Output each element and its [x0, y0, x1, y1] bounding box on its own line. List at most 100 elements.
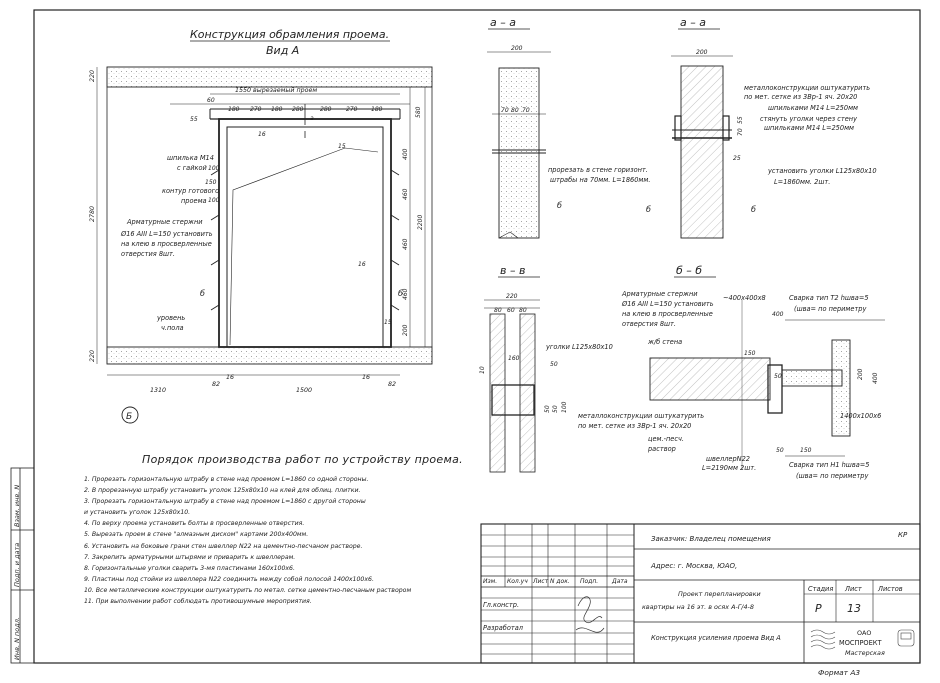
svg-text:шпильками М14 L=250мм: шпильками М14 L=250мм	[764, 124, 854, 132]
svg-text:Сварка тип Н1 hшва=5: Сварка тип Н1 hшва=5	[789, 461, 869, 469]
main-view-labels: шпилька М14 с гайкой контур готового про…	[120, 115, 403, 332]
svg-text:280: 280	[292, 106, 304, 113]
svg-text:шпильками М14 L=250мм: шпильками М14 L=250мм	[768, 104, 858, 112]
svg-text:100: 100	[208, 165, 220, 172]
svg-text:швеллерN22: швеллерN22	[706, 455, 750, 463]
svg-text:200: 200	[857, 368, 864, 380]
svg-text:проема: проема	[181, 197, 207, 205]
signature	[575, 596, 605, 633]
svg-text:с гайкой: с гайкой	[177, 164, 208, 172]
procedure-step: 6. Установить на боковые грани стен швел…	[84, 542, 363, 550]
section-bb-title: б – б	[676, 264, 702, 277]
procedure-step: 4. По верху проема установить болты в пр…	[84, 520, 305, 528]
svg-text:200: 200	[696, 49, 708, 56]
svg-text:N док.: N док.	[550, 578, 570, 585]
svg-text:~400х400х8: ~400х400х8	[723, 294, 766, 302]
svg-text:отверстия 8шт.: отверстия 8шт.	[121, 250, 175, 258]
svg-text:82: 82	[212, 381, 220, 388]
svg-text:60: 60	[207, 97, 215, 104]
svg-text:70: 70	[501, 107, 509, 114]
marker-b: Б	[121, 406, 139, 424]
org-logo	[810, 629, 915, 650]
sheet-title: Конструкция усиления проема Вид А	[651, 634, 781, 642]
svg-text:Ø16 AIII L=150 установить: Ø16 AIII L=150 установить	[120, 230, 213, 238]
svg-text:2780: 2780	[89, 206, 96, 222]
procedure-step: 1. Прорезать горизонтальную штрабу в сте…	[84, 476, 369, 483]
title-block-headers: Изм. Кол.уч Лист N док. Подп. Дата	[483, 578, 628, 585]
svg-text:Арматурные стержни: Арматурные стержни	[126, 218, 203, 226]
section-aa1-note2: штрабы на 70мм. L=1860мм.	[550, 176, 650, 184]
svg-text:1310: 1310	[150, 387, 166, 394]
svg-text:400: 400	[772, 311, 784, 318]
section-bb-drawing	[649, 300, 885, 470]
main-view-title: Конструкция обрамления проема.	[190, 28, 389, 41]
svg-text:70: 70	[522, 107, 530, 114]
section-aa2-b2: б	[751, 205, 756, 214]
section-vv-title: в – в	[500, 264, 525, 277]
svg-text:раствор: раствор	[647, 445, 676, 453]
address-text: Адрес: г. Москва, ЮАО,	[650, 562, 737, 570]
section-bb-dims: 400 150 50 200 50 150 400	[744, 311, 879, 454]
top-dim-row: 60 180 270 180 280 280 270 180 55	[190, 97, 383, 123]
svg-text:50: 50	[552, 405, 559, 413]
sheet-header: Лист	[844, 585, 862, 593]
procedure-step: 5. Вырезать проем в стене "алмазным диск…	[84, 531, 309, 539]
svg-text:400: 400	[402, 148, 409, 160]
svg-text:200: 200	[511, 45, 523, 52]
svg-text:55: 55	[190, 116, 198, 123]
svg-text:Арматурные стержни: Арматурные стержни	[621, 290, 698, 298]
svg-text:стянуть уголки через стену: стянуть уголки через стену	[760, 115, 857, 123]
svg-text:(шва= по периметру: (шва= по периметру	[794, 305, 866, 313]
wall-elevation	[96, 66, 433, 376]
right-dims: 580 400 460 460 460 2200 200	[402, 106, 424, 336]
svg-text:цем.-песч.: цем.-песч.	[648, 435, 684, 443]
svg-text:отверстия 8шт.: отверстия 8шт.	[622, 320, 676, 328]
section-vv-note2: металлоконструкции оштукатурить	[578, 412, 704, 420]
svg-text:80: 80	[494, 307, 502, 314]
svg-text:L=2190мм 2шт.: L=2190мм 2шт.	[702, 464, 756, 472]
customer-text: Заказчик: Владелец помещения	[651, 535, 771, 543]
section-vv-note1: уголки L125х80х10	[545, 343, 613, 351]
section-aa1-title: а – а	[490, 16, 516, 29]
svg-text:Б: Б	[126, 412, 132, 422]
section-aa1-note1: прорезать в стене горизонт.	[548, 166, 648, 174]
svg-text:Изм.: Изм.	[483, 578, 497, 585]
procedure-step: 3. Прорезать горизонтальную штрабу в сте…	[84, 498, 366, 506]
side-label-sign: Подп. и дата	[13, 543, 21, 587]
svg-text:280: 280	[320, 106, 332, 113]
role-chief: Гл.констр.	[483, 601, 519, 609]
svg-text:Подп.: Подп.	[580, 578, 598, 585]
svg-text:уровень: уровень	[156, 314, 185, 322]
procedure-steps: 1. Прорезать горизонтальную штрабу в сте…	[84, 474, 484, 607]
svg-text:150: 150	[744, 350, 756, 357]
svg-text:15: 15	[338, 143, 346, 150]
svg-text:180: 180	[228, 106, 240, 113]
sheets-header: Листов	[877, 585, 903, 593]
svg-text:100: 100	[208, 197, 220, 204]
main-view-subtitle: Вид А	[266, 44, 299, 57]
svg-text:контур готового: контур готового	[162, 187, 219, 195]
side-stamp	[10, 467, 35, 664]
svg-text:16: 16	[362, 374, 370, 381]
svg-text:10: 10	[479, 366, 486, 374]
svg-text:25: 25	[733, 155, 741, 162]
section-vv-drawing	[484, 299, 540, 473]
svg-text:ж/б стена: ж/б стена	[647, 338, 682, 346]
svg-text:ч.пола: ч.пола	[161, 324, 184, 332]
svg-text:2200: 2200	[417, 215, 424, 230]
svg-text:б: б	[398, 289, 403, 298]
org-line1: ОАО	[857, 629, 871, 637]
svg-text:180: 180	[271, 106, 283, 113]
svg-text:220: 220	[506, 293, 518, 300]
svg-text:270: 270	[346, 106, 358, 113]
svg-text:460: 460	[402, 238, 409, 250]
svg-text:270: 270	[250, 106, 262, 113]
section-vv-dims: 220 80 60 80 160 50 50 50 100 10	[479, 293, 568, 413]
svg-text:460: 460	[402, 188, 409, 200]
svg-text:б: б	[200, 289, 205, 298]
svg-text:установить уголки L125х80х10: установить уголки L125х80х10	[767, 167, 877, 175]
section-vv-note3: по мет. сетке из 3Вр-1 яч. 20х20	[578, 422, 691, 430]
svg-text:460: 460	[402, 288, 409, 300]
